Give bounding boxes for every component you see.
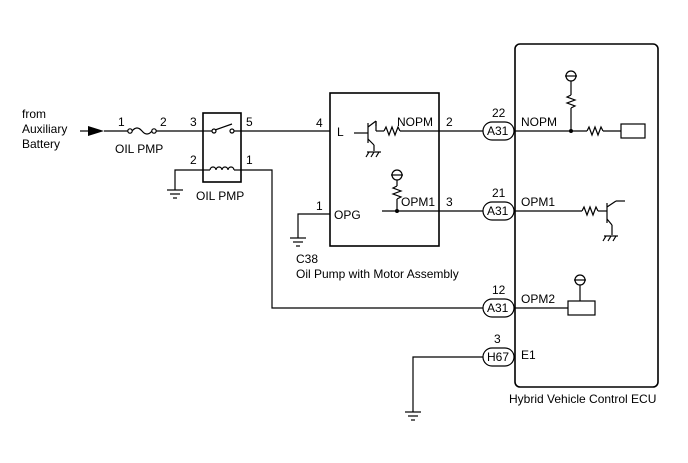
ecu-connector-3-code: H67 [487, 350, 509, 364]
ecu-nopm-junction [569, 129, 573, 133]
relay-box [202, 112, 242, 183]
ecu-connector-12-pin: 12 [492, 283, 506, 297]
wire-e1-ground [412, 356, 483, 412]
pump-nopm-resistor-icon [383, 125, 401, 137]
relay-coil-icon [209, 166, 235, 171]
ecu-box [514, 43, 659, 388]
ecu-nopm-input-block [620, 123, 646, 139]
ground-icon [167, 189, 183, 199]
pump-opm1-pin: 3 [446, 195, 453, 209]
source-aux-text: Auxiliary [22, 122, 67, 136]
relay-pin-5: 5 [246, 115, 253, 129]
ecu-nopm-pullup-icon [565, 70, 577, 131]
pump-pin-l-label: L [337, 125, 344, 139]
ecu-name: Hybrid Vehicle Control ECU [509, 392, 656, 406]
fuse-element-icon [131, 127, 153, 135]
fuse-oil-pmp [127, 127, 157, 135]
ecu-connector-22-pin: 22 [492, 106, 506, 120]
ecu-connector-12: A31 [482, 298, 515, 318]
fuse-terminal-1 [127, 128, 133, 134]
pump-box [329, 92, 440, 247]
ecu-connector-21-pin: 21 [492, 186, 506, 200]
ecu-signal-nopm: NOPM [521, 115, 557, 129]
wire-relay-ground [174, 169, 203, 190]
fuse-label: OIL PMP [115, 142, 163, 156]
pump-pin-opg-label: OPG [334, 208, 361, 222]
pump-pin-4: 4 [316, 116, 323, 130]
ecu-connector-21-code: A31 [487, 204, 509, 218]
relay-pin-3: 3 [190, 115, 197, 129]
e1-ground-icon [405, 411, 421, 421]
relay-switch-contact-b [229, 128, 235, 134]
ecu-connector-22: A31 [482, 121, 515, 141]
relay-switch-blade [214, 123, 233, 131]
ecu-opm1-resistor-icon [581, 205, 599, 217]
pump-nopm-label: NOPM [397, 115, 433, 129]
ecu-connector-22-code: A31 [487, 124, 509, 138]
pump-nopm-pin: 2 [446, 115, 453, 129]
pump-pin-1: 1 [316, 199, 323, 213]
ecu-opm2-input-block [567, 300, 596, 316]
source-from-text: from [22, 107, 46, 121]
relay-pin-2: 2 [190, 153, 197, 167]
pump-chassis-ground-icon [365, 151, 381, 158]
wire-opg-ground [297, 213, 330, 238]
pump-connector-code: C38 [296, 252, 318, 266]
relay-label: OIL PMP [196, 189, 244, 203]
wire-relay-opm2 [241, 169, 483, 309]
fuse-terminal-2 [151, 128, 157, 134]
pump-opm1-pullup-icon [391, 169, 403, 211]
ecu-signal-e1: E1 [521, 348, 536, 362]
source-arrow-icon [88, 126, 104, 136]
source-battery-text: Battery [22, 137, 60, 151]
ecu-signal-opm1: OPM1 [521, 195, 555, 209]
ecu-nopm-resistor-icon [586, 125, 604, 137]
ecu-connector-3: H67 [482, 347, 515, 367]
ecu-opm1-transistor-icon [606, 200, 625, 235]
ecu-opm1-chassis-ground-icon [602, 235, 618, 242]
ecu-connector-3-pin: 3 [494, 332, 501, 346]
ecu-opm2-pullup-icon [574, 274, 586, 301]
pump-name: Oil Pump with Motor Assembly [296, 267, 459, 281]
pump-opm1-label: OPM1 [401, 195, 435, 209]
ecu-connector-21: A31 [482, 201, 515, 221]
ecu-connector-12-code: A31 [487, 301, 509, 315]
relay-pin-1: 1 [246, 153, 253, 167]
ecu-signal-opm2: OPM2 [521, 292, 555, 306]
fuse-pin-2: 2 [160, 115, 167, 129]
fuse-pin-1: 1 [118, 115, 125, 129]
opg-ground-icon [290, 237, 306, 247]
